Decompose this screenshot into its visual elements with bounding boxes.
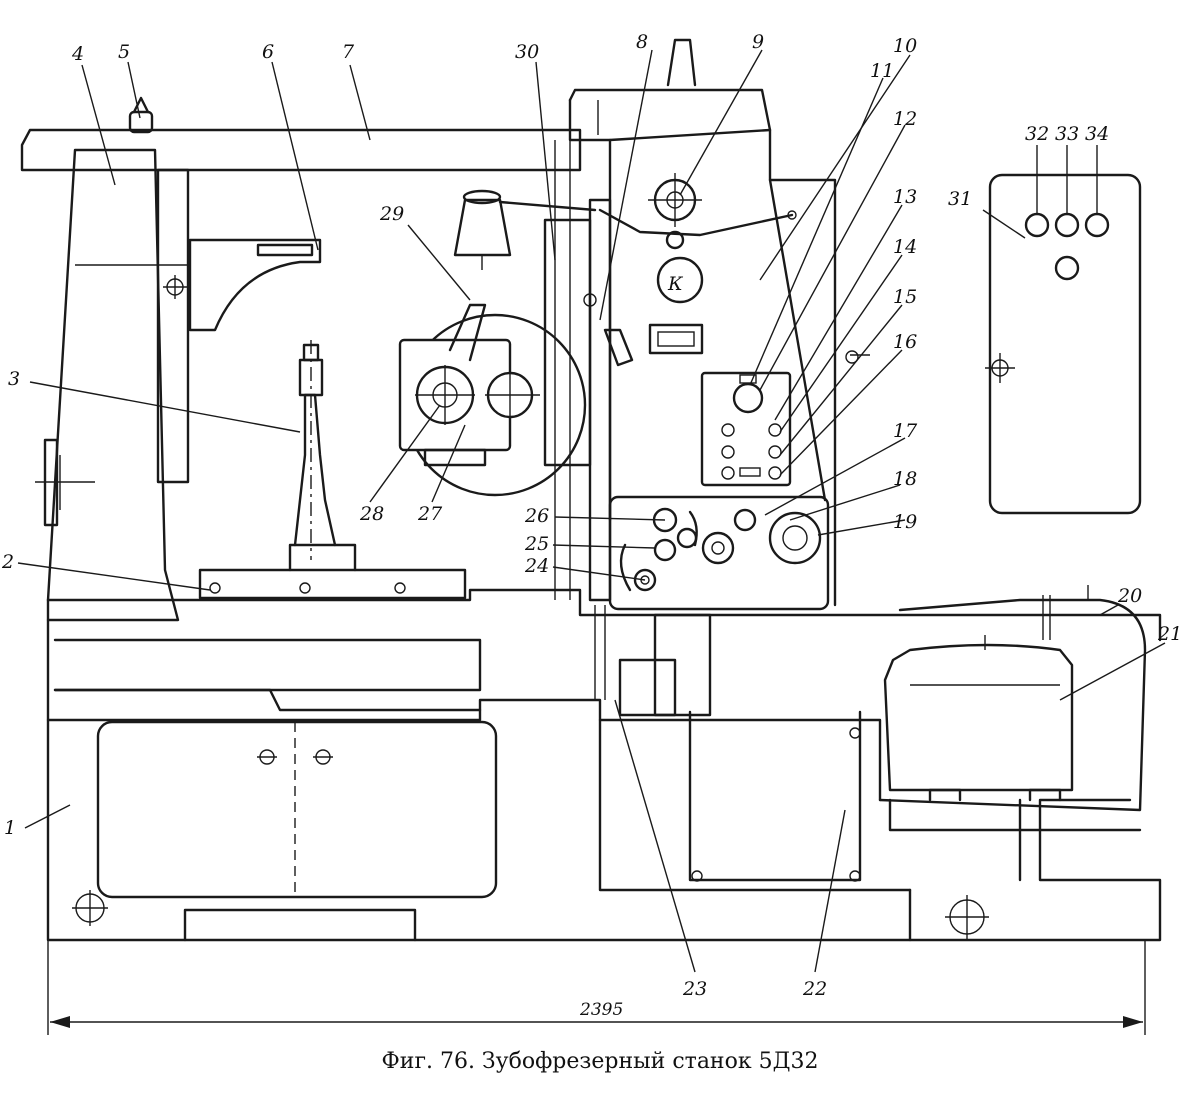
tailstock-column	[35, 148, 322, 622]
figure-caption: Фиг. 76. Зубофрезерный станок 5Д32	[382, 1049, 819, 1074]
overarm	[20, 96, 582, 172]
overall-length-dimension: 2395	[47, 940, 1146, 1035]
work-table	[198, 340, 467, 600]
callout-1: 1	[4, 817, 16, 839]
callout-3: 3	[8, 368, 20, 390]
callout-27: 27	[417, 503, 443, 525]
callout-17: 17	[893, 420, 918, 442]
right-cover-panel	[688, 710, 989, 939]
callout-2: 2	[1, 551, 14, 573]
callout-34: 34	[1085, 123, 1109, 145]
main-column: К	[568, 38, 870, 607]
callout-23: 23	[682, 978, 707, 1000]
callout-29: 29	[379, 203, 404, 225]
callout-6: 6	[262, 41, 274, 63]
callout-11: 11	[870, 60, 894, 82]
callout-26: 26	[524, 505, 549, 527]
callout-7: 7	[342, 41, 355, 63]
callout-12: 12	[893, 108, 917, 130]
leader-lines	[17, 49, 1166, 973]
callout-31: 31	[948, 188, 972, 210]
callout-15: 15	[893, 286, 917, 308]
callout-14: 14	[893, 236, 917, 258]
callout-28: 28	[359, 503, 384, 525]
callout-19: 19	[893, 511, 917, 533]
callout-10: 10	[893, 35, 917, 57]
feed-gearbox	[608, 495, 830, 611]
callout-20: 20	[1117, 585, 1142, 607]
gearbox-motor	[594, 605, 712, 717]
bed-door-panel	[72, 720, 498, 926]
callout-18: 18	[893, 468, 917, 490]
callout-32: 32	[1025, 123, 1049, 145]
callout-24: 24	[524, 555, 549, 577]
machine-bed	[46, 588, 1162, 942]
callout-16: 16	[893, 331, 917, 353]
electric-cabinet	[985, 173, 1142, 515]
callout-22: 22	[802, 978, 827, 1000]
svg-text:К: К	[667, 273, 684, 295]
callout-30: 30	[515, 41, 539, 63]
callout-5: 5	[118, 41, 130, 63]
callout-8: 8	[636, 31, 648, 53]
callout-21: 21	[1157, 623, 1182, 645]
callout-13: 13	[893, 186, 917, 208]
hob-slide	[543, 140, 634, 602]
callout-33: 33	[1055, 123, 1079, 145]
hob-head	[398, 303, 587, 497]
callout-9: 9	[752, 31, 764, 53]
callout-4: 4	[71, 43, 84, 65]
callout-labels: 1 2 3 4 5 6 7 8 9 10 11 12 13 14 15 16 1…	[1, 31, 1182, 1000]
dimension-value: 2395	[579, 1000, 623, 1020]
main-motor-unit	[878, 585, 1147, 832]
work-lamp	[453, 189, 597, 270]
callout-25: 25	[524, 533, 549, 555]
control-panel	[700, 371, 792, 487]
